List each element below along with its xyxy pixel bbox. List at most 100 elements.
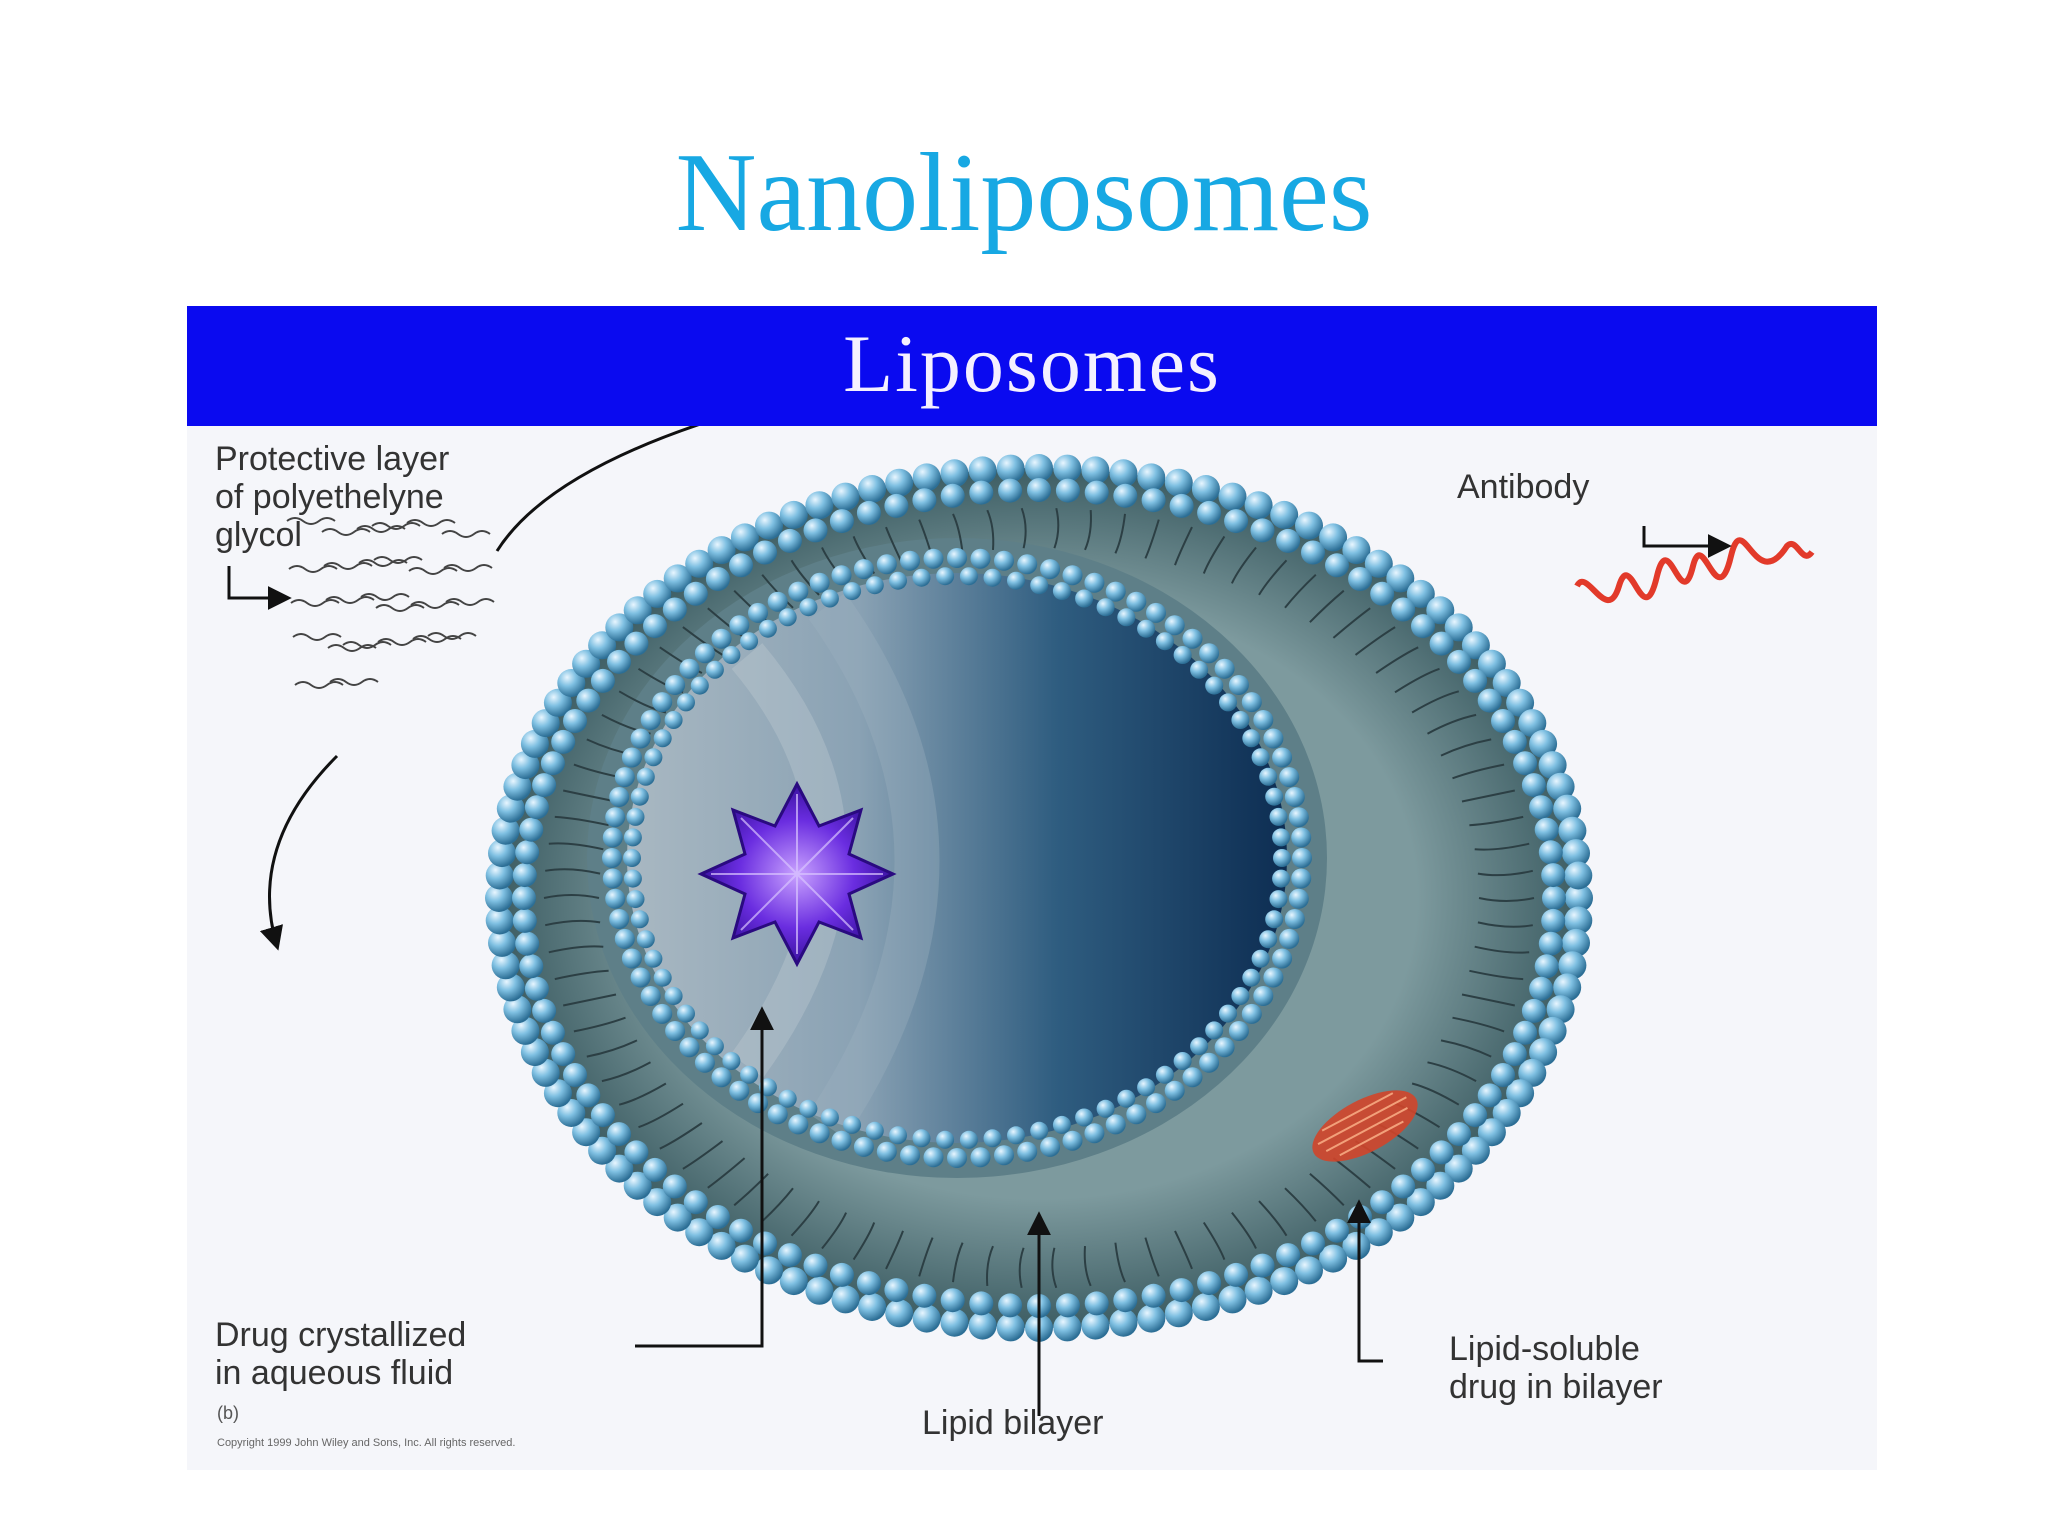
lipid-tail [1084,510,1092,551]
lipid-head [511,1016,540,1045]
lipid-head [1253,710,1274,730]
lipid-head [1325,553,1349,578]
lipid-head [1521,773,1546,798]
lipid-head [605,1154,634,1183]
drug-crystal [697,780,897,968]
lipid-head [694,643,715,664]
lipid-tail [821,1212,848,1250]
lipid-tail [1474,945,1530,954]
lipid-head [1155,632,1174,651]
lipid-head [831,1285,860,1314]
lipid-tail [1258,1200,1288,1237]
lipid-tail [1411,1082,1460,1106]
lipid-head [1513,1020,1538,1045]
lipid-head [705,1037,724,1056]
lipid-head [729,553,753,578]
lipid-head [778,608,797,627]
lipid-tail [952,1242,964,1283]
lipid-head [614,928,635,949]
lipid-head [572,649,601,678]
lipid-head [1126,591,1147,612]
peg-strand [290,599,340,607]
lipid-head [1199,643,1220,664]
peg-strand [373,556,423,564]
lipid-head [1538,931,1563,956]
lipid-head [1191,1293,1220,1321]
lipid-head [503,772,532,801]
lipid-head [1426,1171,1455,1200]
lipid-head [1529,1038,1558,1067]
lipid-head [803,1253,828,1278]
lipid-head [1546,995,1575,1024]
lipid-head [865,1121,884,1140]
lipid-head [1241,692,1262,713]
liposome-figure: Liposomes [187,306,1877,1470]
lipid-head [640,710,661,730]
lipid-head [1052,582,1071,601]
lipid-tail [1440,738,1492,757]
lipid-head [519,954,544,979]
lipid-tail [573,1016,626,1033]
lipid-head [685,1218,714,1247]
lipid-head [1263,728,1284,749]
lipid-head [652,692,673,713]
lipid-head [621,747,642,768]
lipid-head [865,576,884,595]
lipid-head [643,1157,667,1182]
lipid-head [1126,1104,1147,1125]
lipid-tail [1284,573,1317,609]
lipid-head [1084,1123,1105,1144]
lipid-tail [682,1140,724,1170]
lipid-head [1492,1099,1521,1127]
lipid-head [1411,614,1435,639]
label-copyright: Copyright 1999 John Wiley and Sons, Inc.… [217,1437,516,1449]
lipid-head [777,528,802,553]
lipid-head [653,729,672,748]
label-lipid-bilayer: Lipid bilayer [922,1404,1104,1442]
figure-banner: Liposomes [187,306,1877,426]
lipid-tail [1053,507,1060,549]
lipid-head [1444,613,1473,642]
lipid-tail [1202,1221,1226,1260]
lipid-head [1055,478,1080,503]
lipid-tail [1478,897,1535,902]
lipid-head [820,589,839,608]
lipid-head [753,1231,777,1256]
lipid-head [626,890,645,909]
lipid-head [636,930,655,949]
lipid-head [947,548,967,568]
lipid-tail [1018,1247,1025,1289]
lipid-head [1477,1083,1502,1108]
lipid-head [563,709,587,733]
peg-strands [286,517,495,689]
lipid-head [685,549,714,578]
lipid-head [799,598,818,617]
lipid-head [683,581,708,606]
lipid-head [1558,951,1587,980]
lipid-head [1205,1021,1224,1040]
peg-strand [371,522,421,530]
lipid-head [1218,1285,1247,1314]
lipid-head [809,572,830,593]
banner-title: Liposomes [843,318,1221,409]
lipid-tail [548,945,604,954]
lipid-tail [852,1222,876,1261]
lipid-head [1084,1291,1109,1316]
lipid-head [1325,1218,1349,1243]
lipid-tail [1051,1247,1058,1289]
peg-strand [358,559,408,567]
lipid-head [1429,1140,1454,1165]
lipid-head [1276,1243,1301,1268]
lipid-head [748,1093,768,1114]
lipid-head [912,568,931,587]
lipid-head [722,646,741,664]
lipid-head [936,1130,955,1149]
lipid-tail [918,1237,934,1277]
lipid-head [729,615,750,636]
lipid-head [643,614,667,639]
lipid-head [940,1288,965,1313]
lipid-head [912,463,941,492]
lipid-head [1146,602,1166,623]
lipid-head [831,1130,852,1151]
outer-lipid-heads [485,454,1593,1342]
